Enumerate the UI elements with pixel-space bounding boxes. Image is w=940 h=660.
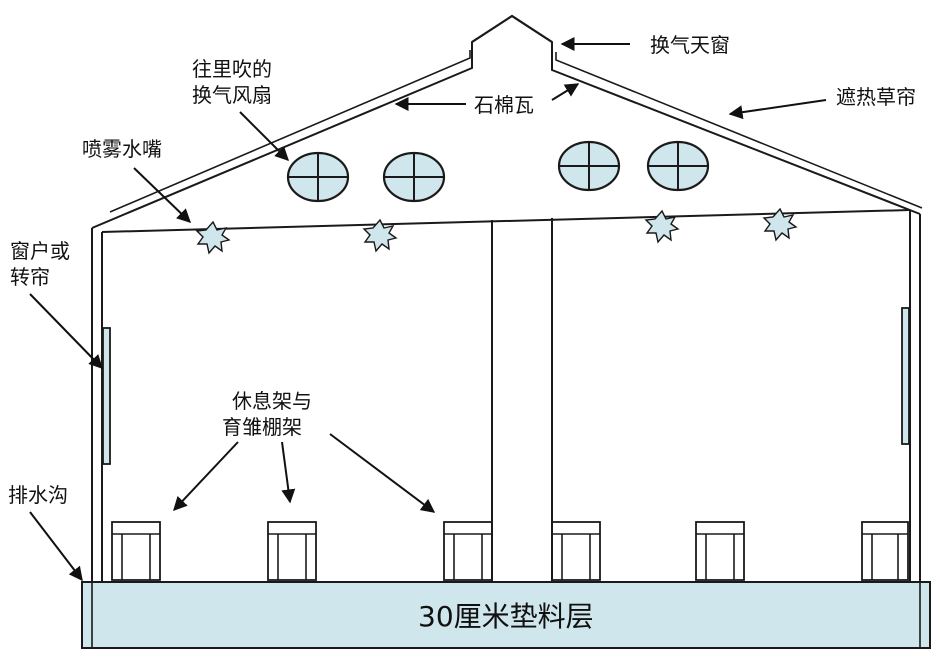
- arrow-asbestos-right: [551, 83, 580, 101]
- fan-4: [646, 140, 710, 192]
- right-window-curtain: [901, 307, 910, 445]
- label-window-line1: 窗户或: [10, 239, 70, 263]
- skylight-vent: [471, 14, 553, 43]
- arrow-fan: [239, 111, 289, 161]
- arrow-straw: [728, 99, 827, 120]
- rack-3: [443, 521, 493, 581]
- arrow-rack-3: [329, 433, 436, 513]
- rack-5: [695, 521, 745, 581]
- label-bedding: 30厘米垫料层: [418, 600, 594, 633]
- label-asbestos-tile: 石棉瓦: [474, 93, 534, 117]
- fan-3: [557, 140, 621, 192]
- bedding-layer: [81, 581, 931, 649]
- rack-6: [861, 521, 909, 581]
- arrow-sprinkler: [133, 167, 192, 223]
- label-fan-line1: 往里吹的: [192, 57, 272, 81]
- arrow-window: [29, 293, 103, 370]
- left-window-curtain: [102, 327, 111, 465]
- sprinkler-4: [762, 207, 798, 242]
- label-thermal-straw: 遮热草帘: [836, 85, 916, 109]
- arrow-drain: [29, 511, 83, 582]
- sprinkler-3: [644, 209, 680, 244]
- fan-1: [286, 151, 350, 203]
- sprinkler-2: [362, 218, 398, 253]
- rack-2: [267, 521, 317, 581]
- straw-curtain-roof-line: [109, 50, 471, 213]
- label-skylight: 换气天窗: [650, 33, 730, 57]
- label-fan-line2: 换气风扇: [192, 83, 272, 107]
- straw-curtain-roof-line-right: [555, 52, 923, 209]
- label-sprinkler: 喷雾水嘴: [82, 137, 162, 161]
- label-drain: 排水沟: [8, 483, 68, 507]
- rack-4: [551, 521, 601, 581]
- sprinkler-1: [195, 220, 231, 255]
- rack-1: [111, 521, 161, 581]
- label-rack-line2: 育雏棚架: [222, 415, 302, 439]
- arrow-rack-2: [281, 441, 296, 504]
- fan-2: [382, 151, 446, 203]
- asbestos-roof-line: [91, 14, 921, 229]
- label-rack-line1: 休息架与: [232, 389, 312, 413]
- arrow-rack-1: [173, 441, 239, 512]
- label-window-line2: 转帘: [10, 265, 50, 289]
